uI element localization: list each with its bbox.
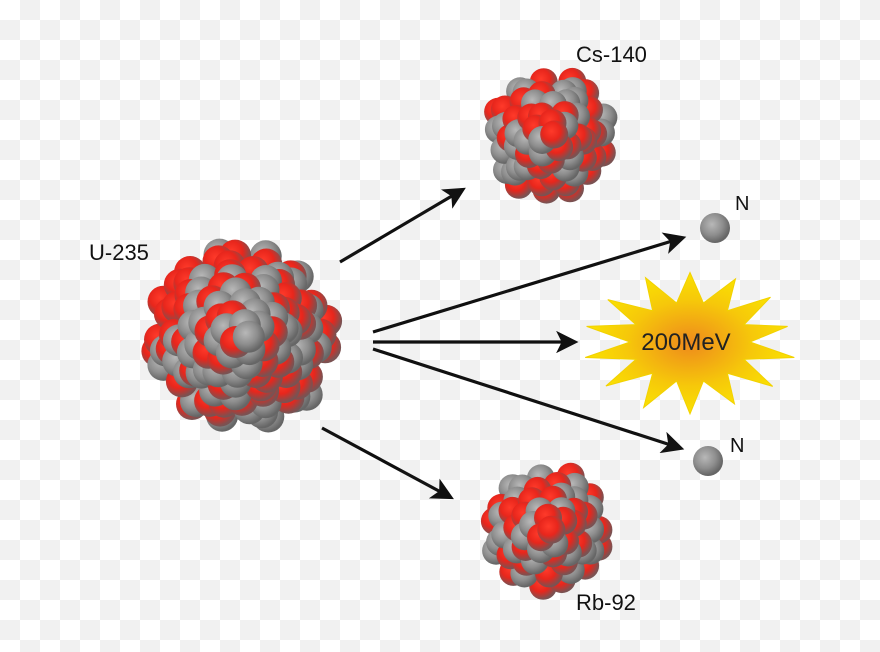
label-energy: 200MeV bbox=[641, 329, 730, 356]
arrows bbox=[321, 187, 687, 500]
free-neutron-bottom bbox=[693, 446, 723, 476]
arrow-to-neutron-top bbox=[372, 232, 687, 334]
u235-nucleus bbox=[141, 238, 343, 433]
proton-ball bbox=[537, 515, 566, 544]
label-neutron-bottom: N bbox=[730, 435, 744, 457]
label-neutron-top: N bbox=[735, 193, 749, 215]
label-cs140: Cs-140 bbox=[576, 42, 647, 67]
rb92-nucleus bbox=[480, 462, 613, 600]
cs140-nucleus bbox=[484, 67, 618, 204]
arrow-to-cs140 bbox=[339, 187, 466, 264]
label-u235: U-235 bbox=[89, 240, 149, 265]
energy-burst bbox=[585, 271, 795, 416]
neutron-ball bbox=[232, 320, 265, 353]
proton-ball bbox=[540, 120, 569, 149]
arrow-to-rb92 bbox=[321, 426, 454, 500]
label-rb92: Rb-92 bbox=[576, 590, 636, 615]
arrow-to-neutron-bottom bbox=[372, 347, 685, 454]
free-neutron-top bbox=[700, 213, 730, 243]
